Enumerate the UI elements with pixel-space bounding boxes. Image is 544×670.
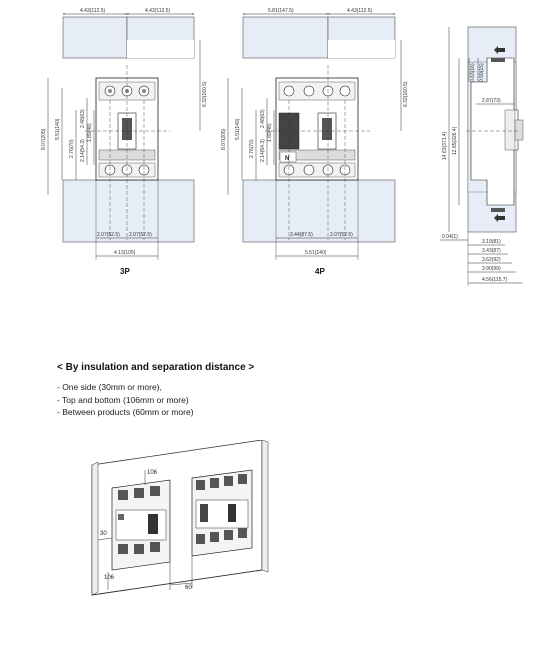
illustration-dim-top: 106 [147,470,158,476]
breaker-4p-drawing [227,13,402,260]
illustration-dim-between: 60 [185,585,192,591]
dim-side-h4: 3.43(87) [482,248,501,254]
breaker-right-illustration [191,469,253,557]
dim-4p-right-vertical: 6.32(160.5) [403,81,409,107]
label-3p: 3P [120,267,130,276]
dim-4p-left-inner: 2.76(70) [249,139,255,158]
dim-3p-inner-b: 1.89(48) [87,123,93,142]
illustration-dim-side: 30 [100,531,107,537]
dim-3p-bottom-left: 2.07(52.5) [97,232,120,238]
dim-side-h1: 2.87(73) [482,98,501,104]
note-item: - Between products (60mm or more) [57,407,194,417]
dim-4p-left-outer: 8.07(205) [221,128,227,150]
dim-side-v4: 12.85(326.4) [452,126,458,155]
dim-3p-bottom-total: 4.13(105) [114,250,136,256]
note-item: - One side (30mm or more), [57,382,162,392]
dim-3p-inner-c: 2.14(54.3) [80,139,86,162]
breaker-3p-drawing [47,13,201,260]
dim-3p-left-outer: 8.07(205) [41,128,47,150]
insulation-notes: - One side (30mm or more), - Top and bot… [57,381,194,419]
dim-side-v1: 0.63(16) [470,63,476,82]
dim-side-h6: 3.90(99) [482,266,501,272]
dim-4p-top-left: 5.81(147.5) [268,8,294,14]
insulation-title: < By insulation and separation distance … [57,362,255,373]
dim-4p-top-right: 4.43(112.5) [347,8,373,14]
dim-4p-bottom-total: 5.51(140) [305,250,327,256]
dim-4p-inner-b: 1.89(48) [267,123,273,142]
note-item: - Top and bottom (106mm or more) [57,394,189,405]
dim-4p-inner-c: 2.14(54.3) [260,139,266,162]
dim-4p-left-mid: 5.51(140) [235,118,241,140]
dim-3p-top-left: 4.43(112.5) [80,8,106,14]
label-4p: 4P [315,267,325,276]
neutral-mark: N [285,156,289,162]
dim-3p-bottom-right: 2.07(52.5) [129,232,152,238]
dim-3p-left-mid: 5.51(140) [55,118,61,140]
dim-3p-inner-a: 2.48(63) [80,109,86,128]
dim-4p-inner-a: 2.48(63) [260,109,266,128]
spacing-illustration [91,440,269,596]
dim-4p-bottom-right: 2.07(52.5) [330,232,353,238]
dimension-drawings: 4.43(112.5) 4.43(112.5) 6.32(160.5) 8.07… [41,8,524,286]
dim-side-v2: 0.59(15) [479,63,485,82]
dim-side-v3: 14.63(371.4) [442,131,448,160]
dim-4p-bottom-left: 3.44(87.5) [290,232,313,238]
dim-side-h7: 4.56(115.7) [482,277,508,283]
dim-3p-top-right: 4.43(112.5) [145,8,171,14]
dim-side-h5: 3.62(92) [482,257,501,263]
dim-3p-left-inner: 2.76(70) [69,139,75,158]
dim-side-h2: 0.04(1) [442,234,458,240]
dim-side-h3: 3.19(81) [482,239,501,245]
side-view-drawing [440,26,524,286]
breaker-left-illustration [111,479,171,571]
illustration-dim-bottom: 106 [104,575,115,581]
dim-3p-right-vertical: 6.32(160.5) [202,81,208,107]
